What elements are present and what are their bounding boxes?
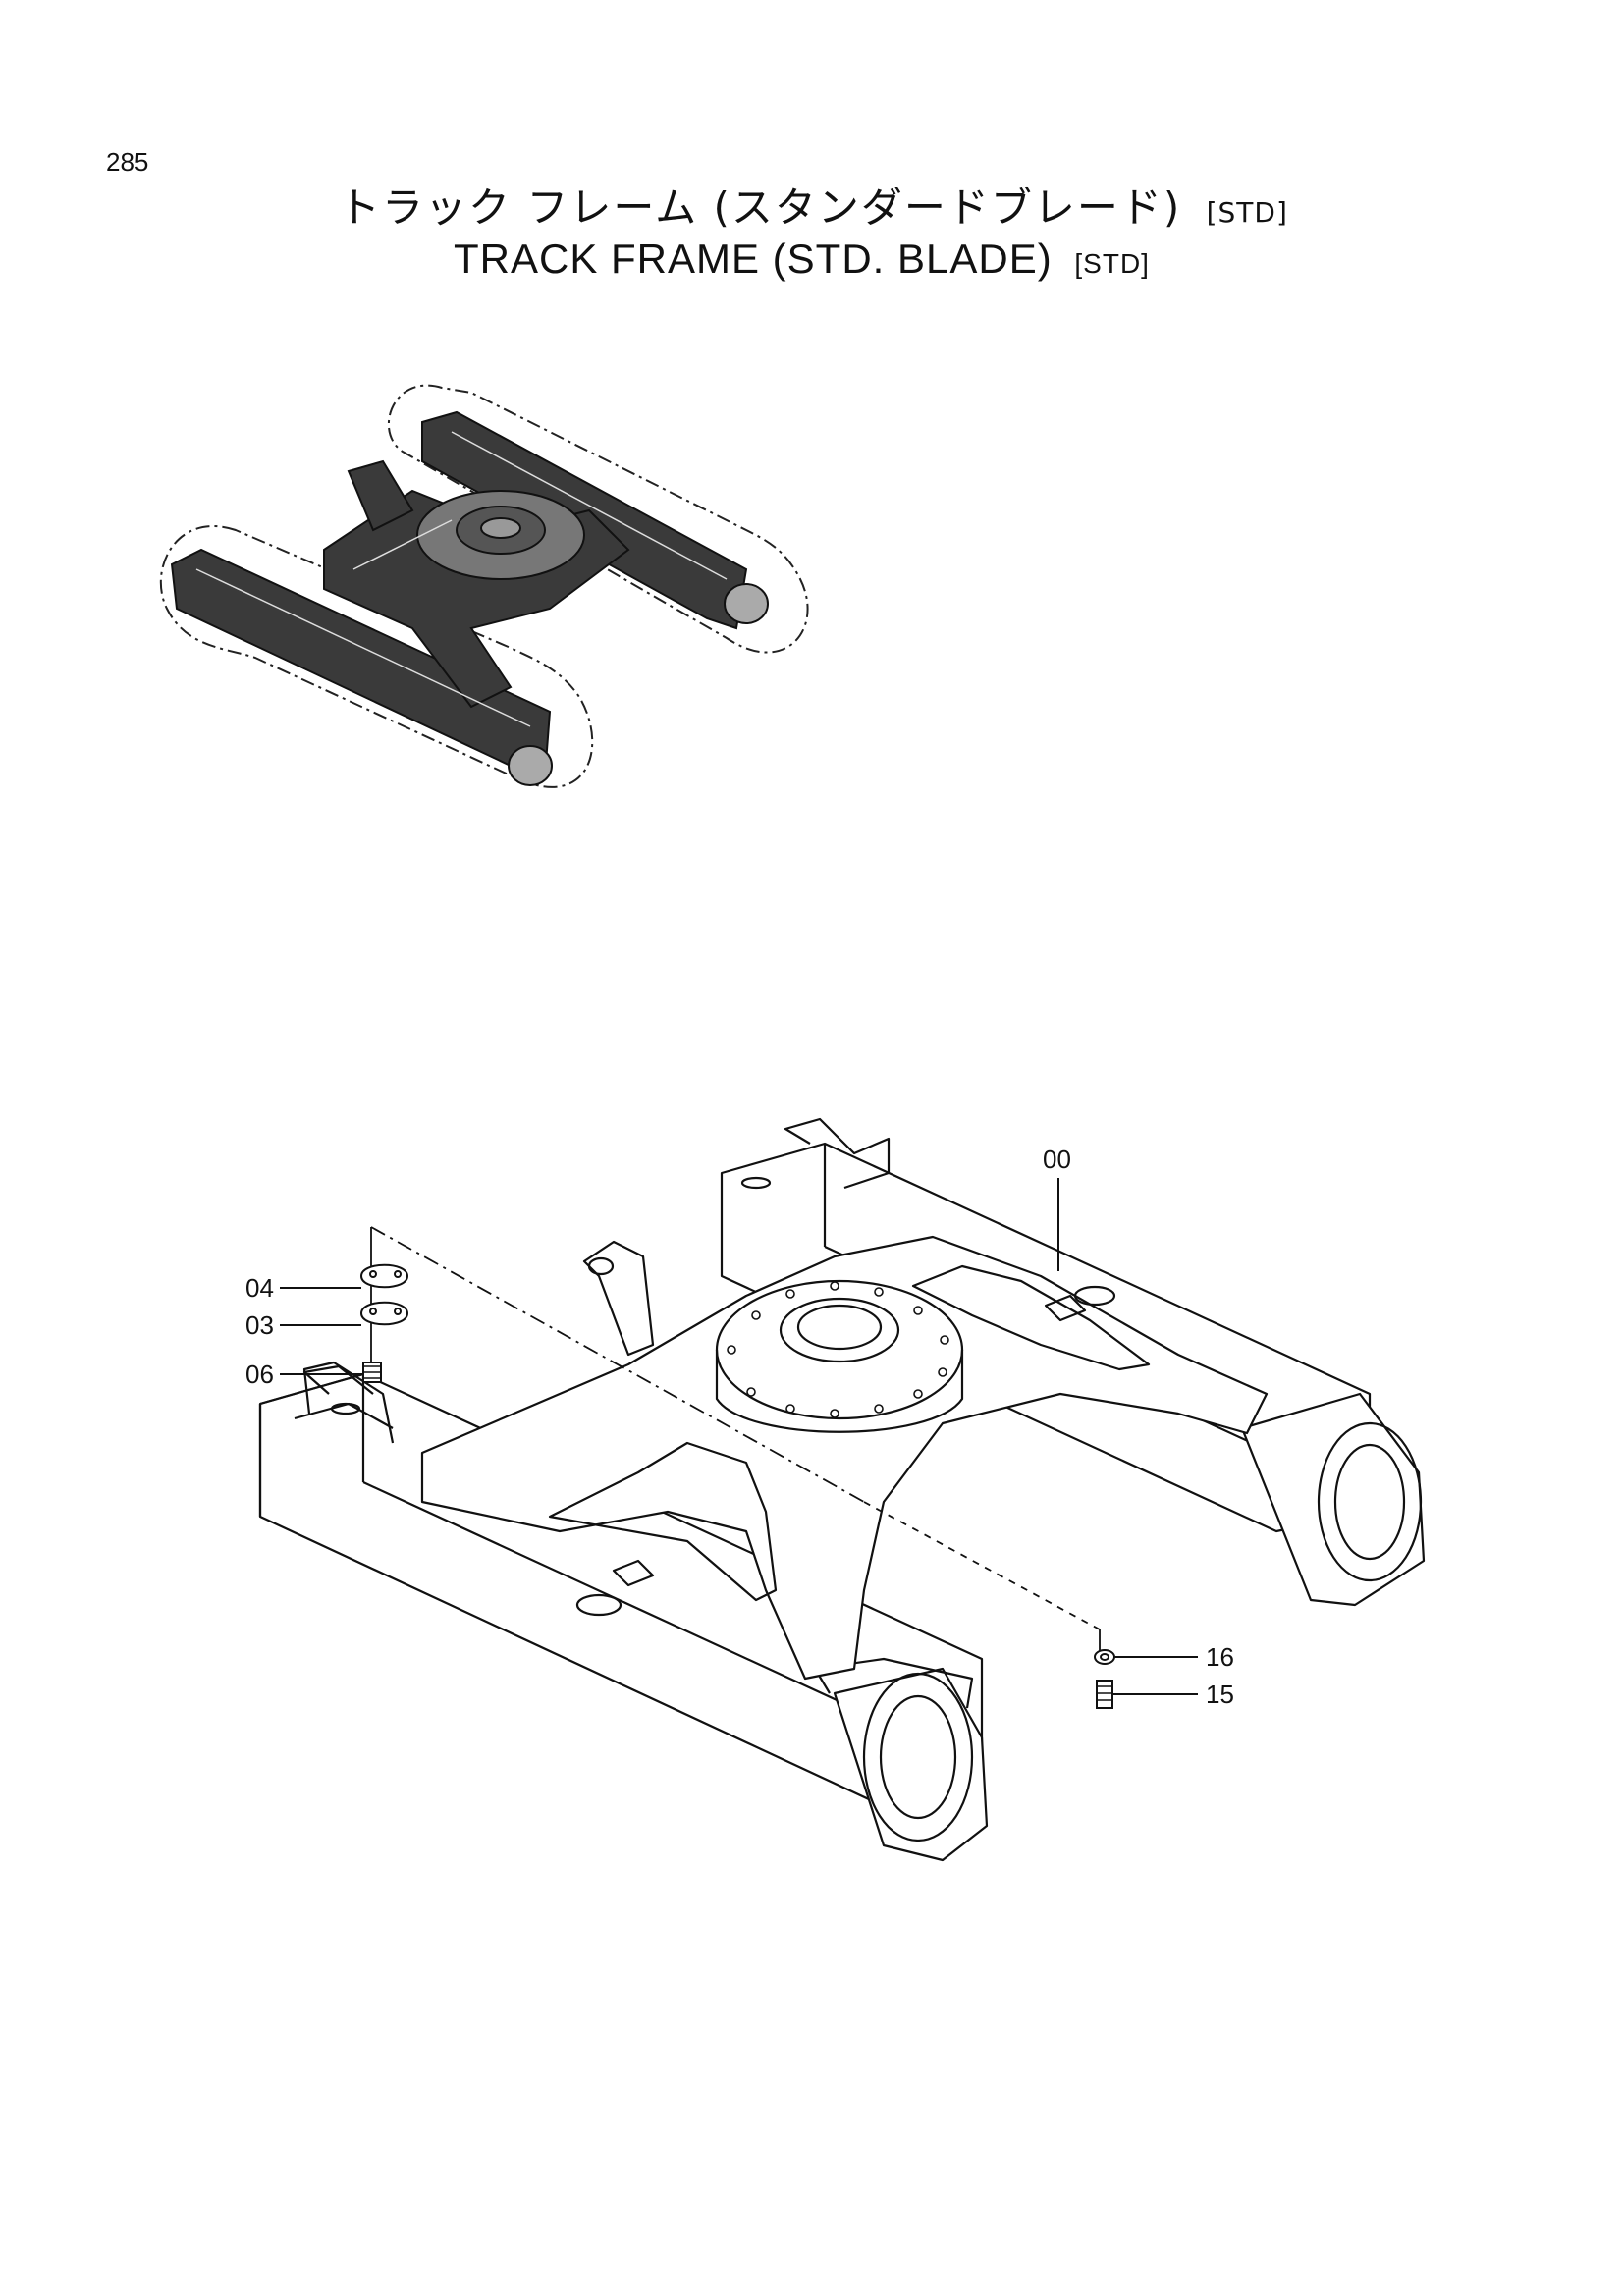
title-japanese-text: トラック フレーム (スタンダードブレード) — [339, 184, 1182, 232]
part-04-plate — [359, 1263, 409, 1289]
title-japanese-tag: [STD] — [1206, 196, 1288, 229]
callout-16: 16 — [1206, 1642, 1234, 1672]
part-03-plate — [359, 1301, 409, 1326]
title-english: TRACK FRAME (STD. BLADE) [STD] — [454, 236, 1150, 283]
page-number: 285 — [106, 147, 149, 177]
callout-06: 06 — [245, 1360, 274, 1389]
main-frame-drawing — [258, 1117, 1426, 1862]
title-japanese: トラック フレーム (スタンダードブレード) [STD] — [339, 175, 1288, 235]
overview-illustration — [159, 384, 809, 788]
title-english-tag: [STD] — [1074, 248, 1150, 279]
title-english-text: TRACK FRAME (STD. BLADE) — [454, 236, 1053, 282]
callout-04: 04 — [245, 1273, 274, 1303]
part-15-bolt — [1096, 1680, 1113, 1709]
leader-lines — [280, 1178, 1198, 1695]
reference-lines — [370, 1226, 1101, 1659]
part-16-washer — [1094, 1649, 1115, 1665]
part-06-bolt — [362, 1362, 382, 1383]
callout-00: 00 — [1043, 1145, 1071, 1174]
callout-15: 15 — [1206, 1680, 1234, 1709]
callout-03: 03 — [245, 1310, 274, 1340]
